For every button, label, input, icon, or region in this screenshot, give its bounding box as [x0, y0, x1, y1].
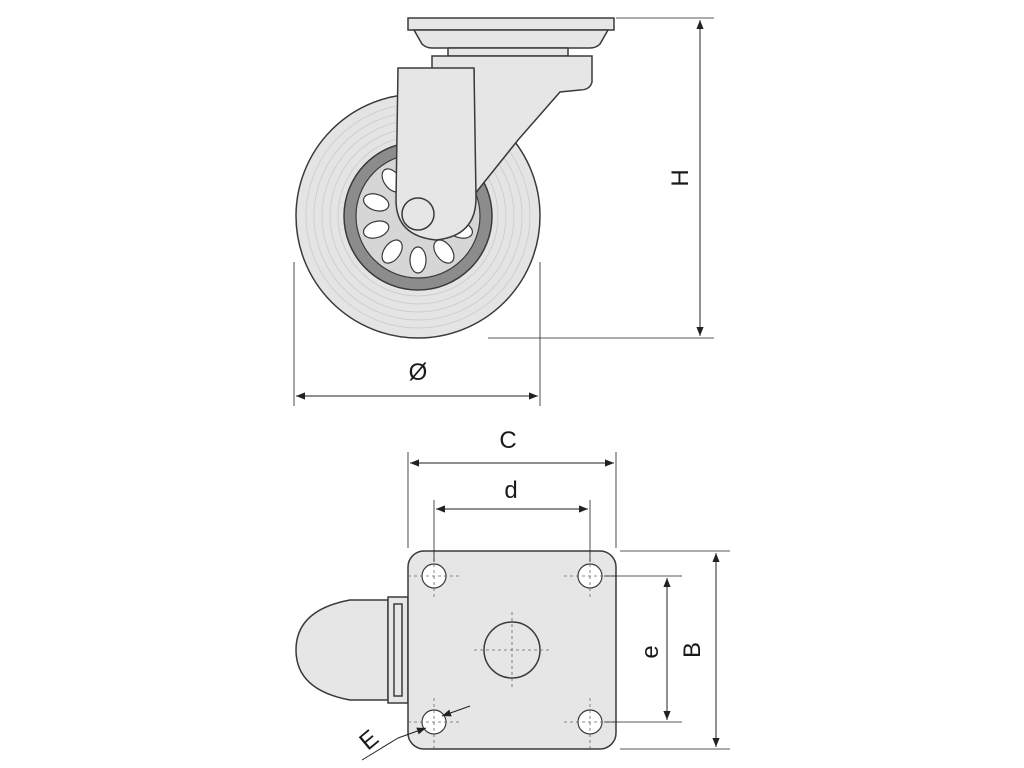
- dimension-diameter-label: Ø: [409, 359, 428, 386]
- top-mounting-plate: [407, 17, 615, 57]
- top-view: C d e B E: [295, 427, 730, 761]
- dimension-b-label: B: [679, 642, 706, 658]
- dimension-h: H: [488, 17, 714, 339]
- side-view: H Ø: [293, 17, 714, 406]
- axle: [401, 197, 435, 231]
- dimension-h-label: H: [667, 169, 694, 186]
- dimension-d-label: d: [504, 477, 517, 504]
- dimension-d: d: [433, 477, 591, 562]
- dimension-e-label: e: [637, 645, 664, 658]
- dimension-e: e: [604, 575, 682, 723]
- wheel-top-view: [295, 596, 409, 704]
- dimension-c: C: [407, 427, 617, 548]
- dimension-hole-e-label: E: [354, 725, 384, 756]
- mounting-hole-bottom-left: [408, 698, 460, 748]
- center-boss: [474, 612, 550, 688]
- dimension-diameter: Ø: [293, 262, 541, 406]
- dimension-c-label: C: [499, 427, 516, 454]
- swivel-fork: [395, 55, 593, 241]
- dimension-b: B: [620, 550, 730, 750]
